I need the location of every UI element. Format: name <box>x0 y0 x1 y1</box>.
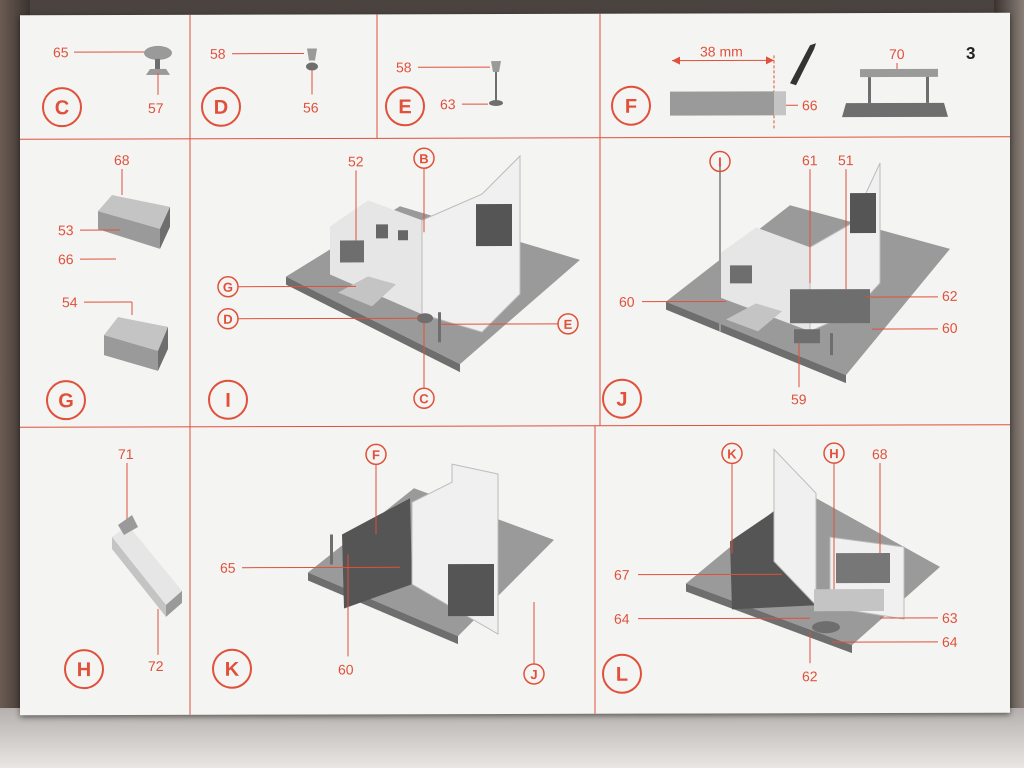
step-circle-l <box>602 653 642 694</box>
room-wall-i <box>330 200 422 315</box>
part-label-71: 71 <box>118 446 134 462</box>
background-surface <box>0 708 1024 768</box>
part-label-67: 67 <box>614 567 630 583</box>
step-circle-g <box>46 380 86 421</box>
part-label-60-k: 60 <box>338 661 354 677</box>
panel-i: I B 52 G D E C <box>208 147 580 420</box>
part-label-70: 70 <box>889 46 905 62</box>
part-label-68: 68 <box>114 152 130 168</box>
bed-assembled-icon <box>104 317 168 351</box>
step-letter-d: D <box>214 97 228 119</box>
part-label-61: 61 <box>802 152 818 168</box>
step-letter-l: L <box>616 664 628 686</box>
instruction-sheet: 3 C 65 57 D 58 56 E 58 63 F 3 <box>20 12 1010 716</box>
part-label-56: 56 <box>303 100 319 116</box>
panel-grid <box>20 13 1010 715</box>
part-label-60: 60 <box>619 294 635 310</box>
step-letter-h: H <box>77 659 91 681</box>
part-label-66: 66 <box>802 97 818 113</box>
panel-k: K F 65 60 J <box>212 443 554 689</box>
step-circle-f <box>611 85 651 126</box>
part-label-62: 62 <box>942 288 958 304</box>
part-label-53: 53 <box>58 222 74 238</box>
step-circle-e <box>385 86 425 127</box>
ref-j: J <box>530 667 537 682</box>
page-number: 3 <box>966 44 975 63</box>
sheet-drawing: 3 C 65 57 D 58 56 E 58 63 F 3 <box>20 13 1010 715</box>
panel-f: F 38 mm 66 70 <box>611 43 948 129</box>
lamp-shade-icon <box>307 48 317 61</box>
ref-b: B <box>419 151 428 166</box>
panel-g: G 68 53 66 54 <box>46 152 170 421</box>
step-letter-g: G <box>58 390 74 412</box>
step-letter-j: J <box>616 389 627 411</box>
ref-c: C <box>419 391 429 406</box>
counter-top-icon <box>112 525 182 605</box>
step-circle-h <box>64 649 104 690</box>
step-circle-k <box>212 648 252 689</box>
ref-f: F <box>372 447 380 462</box>
ref-g: G <box>223 280 233 295</box>
ref-h: H <box>829 446 838 461</box>
bed-frame-icon <box>98 195 170 229</box>
step-circle-d <box>201 86 241 127</box>
hobby-knife-icon <box>790 43 816 86</box>
ref-k: K <box>727 446 737 461</box>
panel-d: D 58 56 <box>201 46 319 127</box>
part-label-52: 52 <box>348 153 364 169</box>
part-label-62-l: 62 <box>802 668 818 684</box>
part-label-51: 51 <box>838 152 854 168</box>
step-circle-i <box>208 379 248 420</box>
ref-d: D <box>223 312 232 327</box>
part-label-65: 65 <box>53 44 69 60</box>
panel-l: L K H 68 67 64 63 64 62 <box>602 442 958 694</box>
step-letter-c: C <box>55 97 69 119</box>
part-label-65-k: 65 <box>220 560 236 576</box>
panel-e: E 58 63 <box>385 59 503 127</box>
part-label-64: 64 <box>614 611 630 627</box>
part-label-66-g: 66 <box>58 251 74 267</box>
part-label-63: 63 <box>440 96 456 112</box>
part-label-54: 54 <box>62 294 78 310</box>
step-letter-k: K <box>225 659 240 681</box>
panel-c: C 65 57 <box>42 44 172 128</box>
step-circle-c <box>42 87 82 128</box>
panel-j: J I 61 51 60 62 60 59 <box>602 150 958 419</box>
part-label-68-l: 68 <box>872 446 888 462</box>
shelf-part <box>860 68 938 78</box>
table-part-icon <box>144 45 172 60</box>
wall-strip-part <box>670 91 774 116</box>
part-label-72: 72 <box>148 658 164 674</box>
part-label-59: 59 <box>791 391 807 407</box>
ref-e: E <box>564 317 573 332</box>
part-label-58: 58 <box>210 46 226 62</box>
step-circle-j <box>602 378 642 419</box>
measure-label: 38 mm <box>700 43 743 59</box>
step-letter-i: I <box>225 390 231 412</box>
part-label-64-b: 64 <box>942 634 958 650</box>
panel-h: H 71 72 <box>64 446 182 690</box>
ref-i: I <box>718 154 722 169</box>
part-label-57: 57 <box>148 100 164 116</box>
step-letter-f: F <box>625 96 637 118</box>
part-label-60-b: 60 <box>942 320 958 336</box>
part-label-63-l: 63 <box>942 610 958 626</box>
part-label-58-e: 58 <box>396 59 412 75</box>
step-letter-e: E <box>398 96 411 118</box>
floor-lamp-icon <box>491 61 501 73</box>
